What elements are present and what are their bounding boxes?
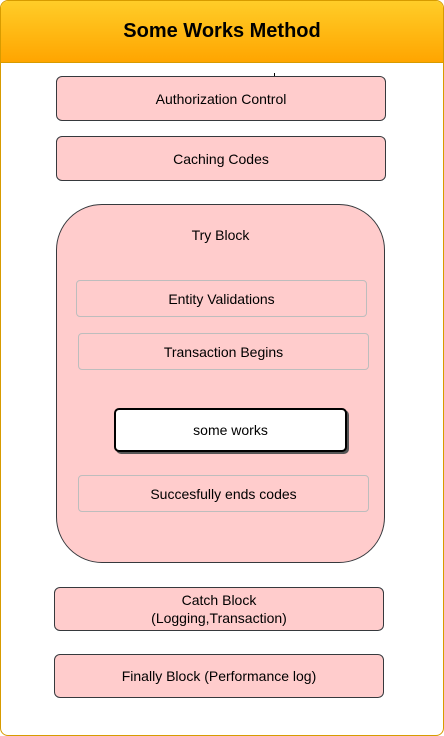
some-works-box: some works	[114, 408, 347, 452]
catch-block-detail: (Logging,Transaction)	[151, 610, 287, 626]
caching-codes-box: Caching Codes	[56, 136, 386, 181]
connector-tick	[274, 73, 275, 77]
diagram-header: Some Works Method	[1, 1, 443, 63]
try-block-title: Try Block	[191, 227, 250, 243]
entity-validations-box: Entity Validations	[76, 280, 367, 317]
success-ends-box: Succesfully ends codes	[78, 475, 369, 512]
authorization-control-box: Authorization Control	[56, 76, 386, 121]
diagram-title: Some Works Method	[123, 20, 321, 42]
catch-block-title: Catch Block	[181, 592, 257, 608]
finally-block-box: Finally Block (Performance log)	[54, 654, 384, 698]
transaction-begins-box: Transaction Begins	[78, 333, 369, 370]
try-block: Try Block Entity Validations Transaction…	[56, 204, 385, 563]
catch-block-box: Catch Block (Logging,Transaction)	[54, 587, 384, 631]
